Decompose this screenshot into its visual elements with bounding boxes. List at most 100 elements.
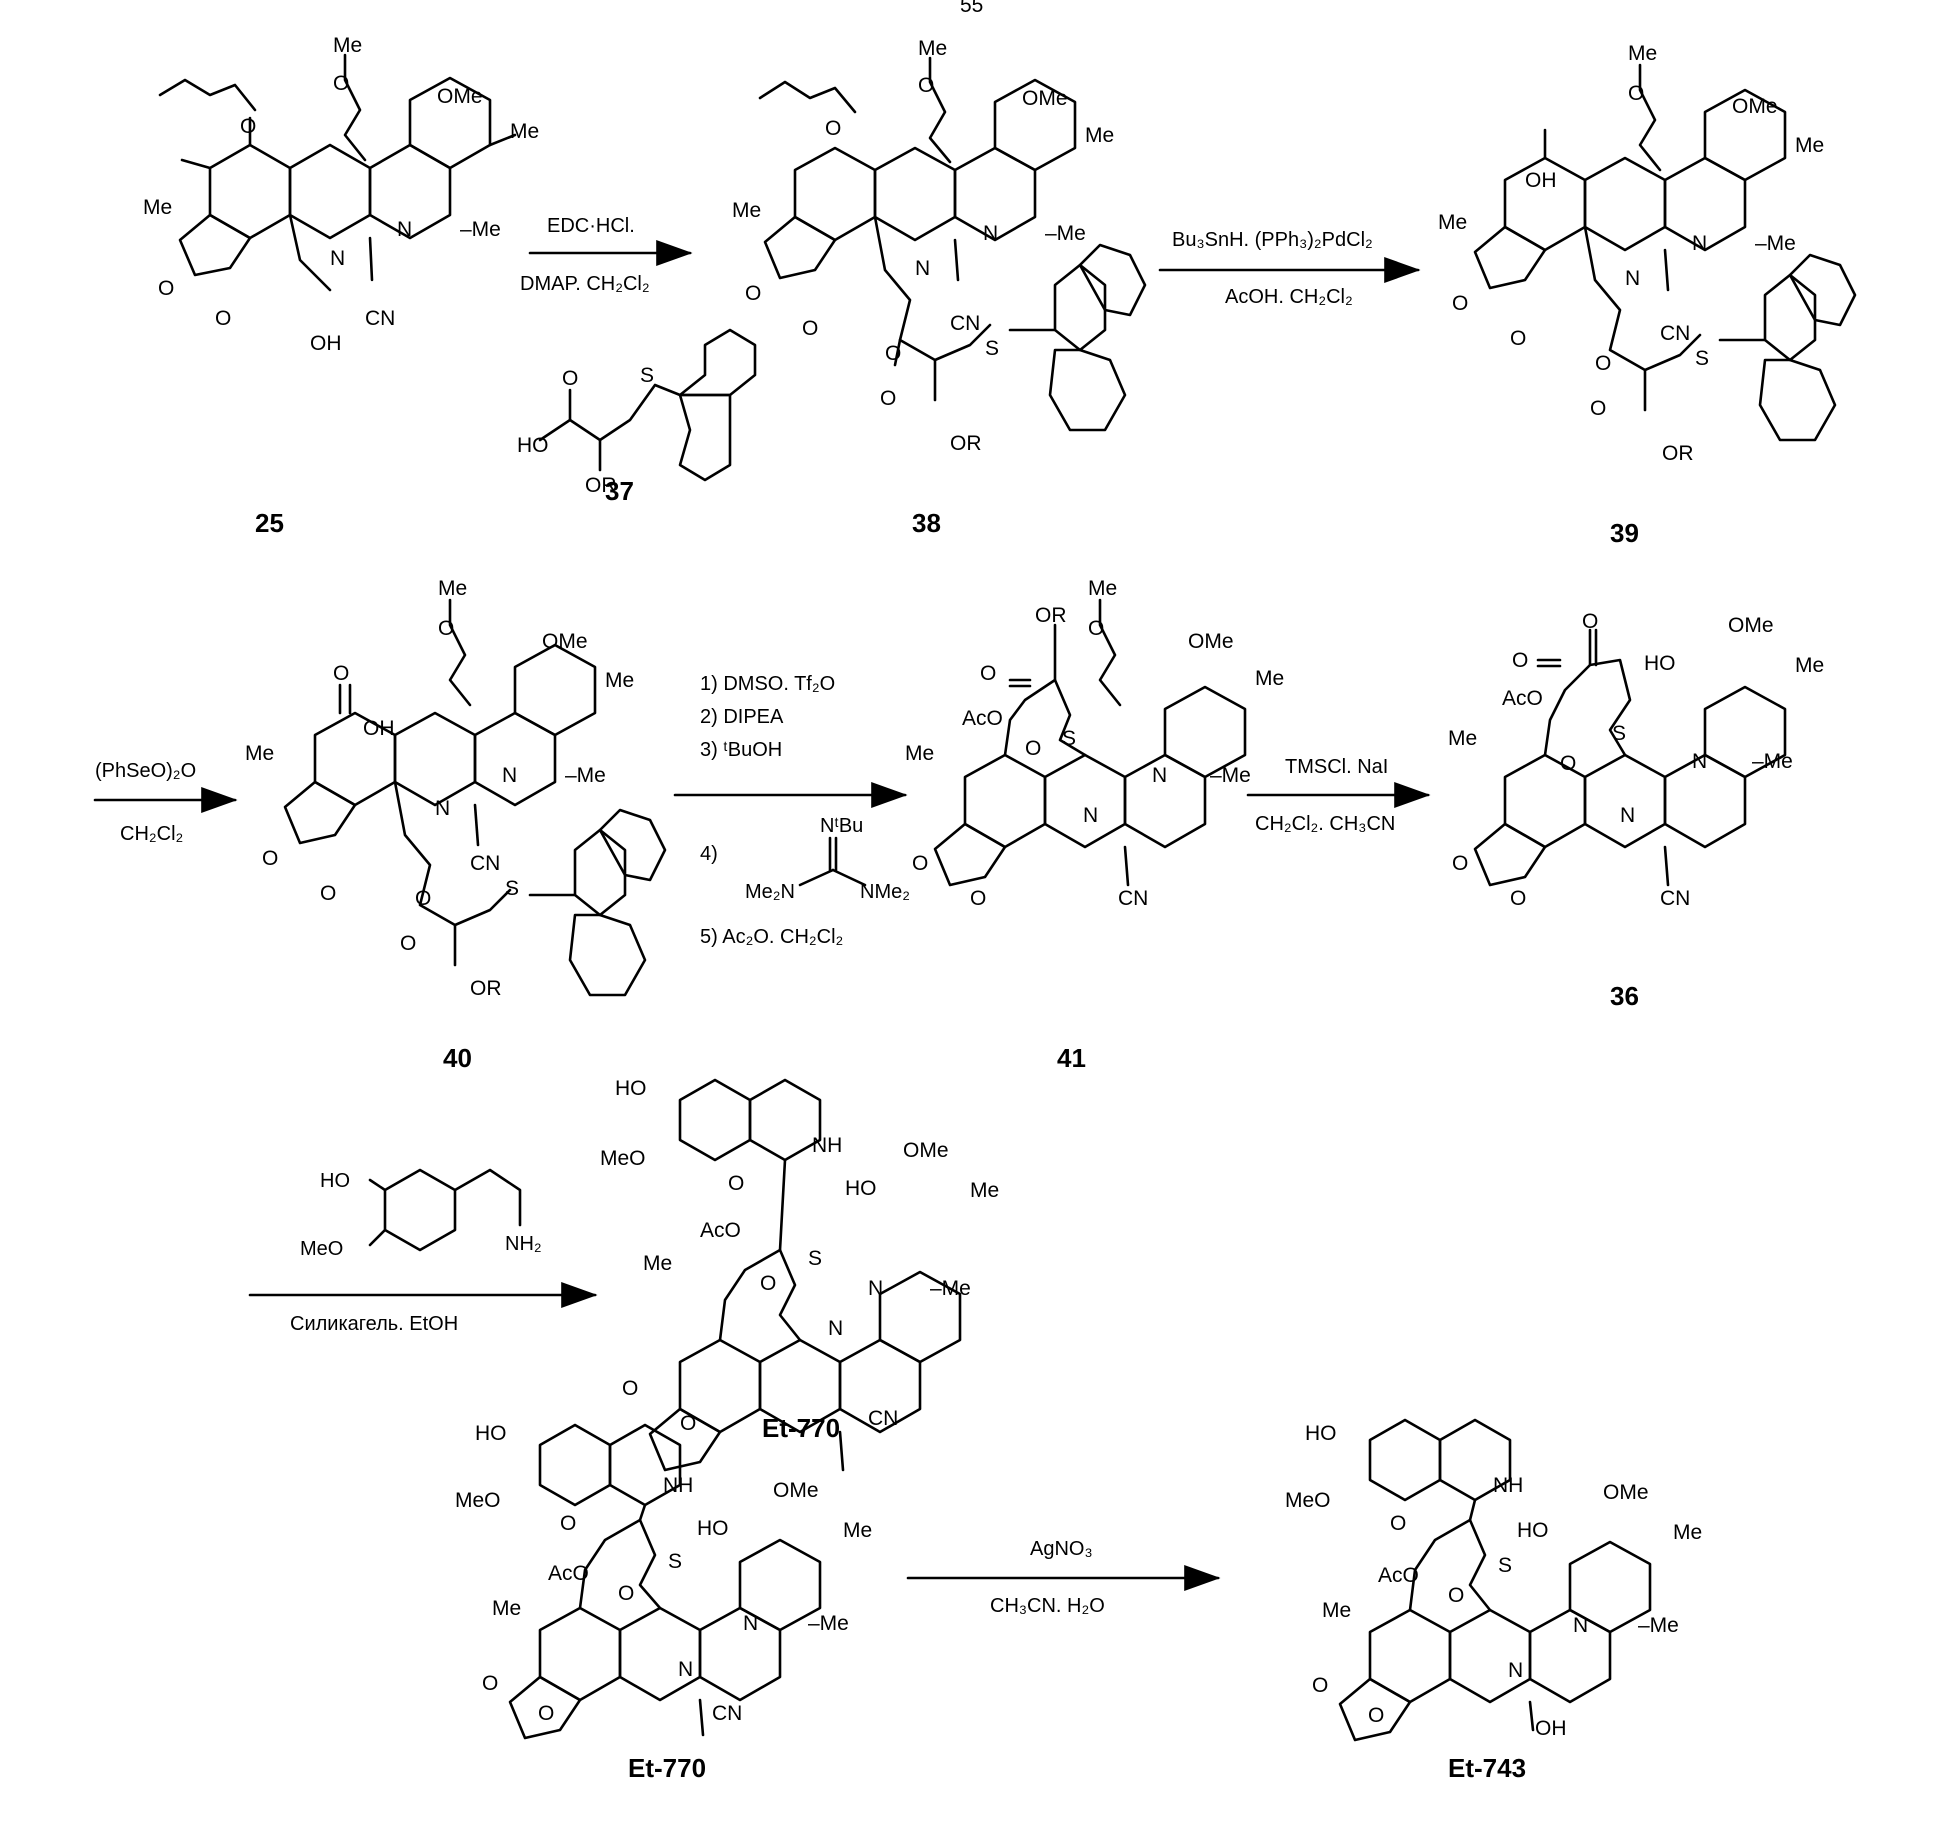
reagent-step-1: 1) DMSO. Tf₂O (700, 673, 835, 695)
atom-s: S (640, 364, 654, 387)
atom-n: N (678, 1658, 693, 1681)
atom-o: O (618, 1582, 634, 1605)
atom-o: O (1452, 852, 1468, 875)
atom-o: O (1088, 617, 1104, 640)
atom-o: O (1452, 292, 1468, 315)
atom-o: O (1510, 887, 1526, 910)
atom-o: O (1368, 1704, 1384, 1727)
atom-n: N (435, 797, 450, 820)
atom-o: O (1510, 327, 1526, 350)
reagent-r2-top: Bu₃SnH. (PPh₃)₂PdCl₂ (1172, 229, 1373, 251)
atom-ome: OMe (1603, 1481, 1649, 1504)
atom-nh: NH (663, 1474, 693, 1497)
atom-n: N (1152, 764, 1167, 787)
reagent-r2-bottom: AcOH. CH₂Cl₂ (1225, 286, 1353, 308)
guanidine-me2n: Me₂N (745, 881, 795, 903)
atom-n: N (502, 764, 517, 787)
reagent-r5-top: TMSCl. NaI (1285, 756, 1388, 778)
atom-o: O (1582, 610, 1598, 633)
atom-ome: OMe (903, 1139, 949, 1162)
atom-meo: MeO (600, 1147, 646, 1170)
atom-o: O (215, 307, 231, 330)
atom-o: O (240, 115, 256, 138)
atom-o: O (885, 342, 901, 365)
atom-n: N (397, 218, 412, 241)
structure-40 (285, 600, 665, 995)
atom-o: O (622, 1377, 638, 1400)
compound-name-et770-b: Et-770 (628, 1753, 706, 1783)
atom-cn: CN (868, 1407, 898, 1430)
atom-me: –Me (1752, 750, 1793, 773)
atom-nh: NH (812, 1134, 842, 1157)
reagent-step-5: 5) Ac₂O. CH₂Cl₂ (700, 926, 843, 948)
compound-number-37: 37 (605, 476, 634, 506)
atom-s: S (1498, 1554, 1512, 1577)
reagent-r6-bottom: Силикагель. EtOH (290, 1313, 458, 1335)
atom-s: S (1062, 727, 1076, 750)
atom-me: Me (333, 34, 362, 57)
atom-o: O (1390, 1512, 1406, 1535)
atom-me: Me (1673, 1521, 1702, 1544)
atom-me: Me (905, 742, 934, 765)
atom-n: N (983, 222, 998, 245)
amine-reagent-structure (370, 1170, 520, 1250)
atom-ome: OMe (773, 1479, 819, 1502)
atom-or: OR (470, 977, 502, 1000)
atom-o: O (1512, 649, 1528, 672)
reagent-r3-top: (PhSeO)₂O (95, 760, 196, 782)
atom-oh: OH (363, 717, 395, 740)
reagent-r3-bottom: CH₂Cl₂ (120, 823, 183, 845)
atom-nh: NH (1493, 1474, 1523, 1497)
atom-ho: HO (1305, 1422, 1337, 1445)
atom-o: O (415, 887, 431, 910)
compound-name-et743: Et-743 (1448, 1753, 1526, 1783)
atom-me: Me (1628, 42, 1657, 65)
atom-o: O (825, 117, 841, 140)
atom-cn: CN (1118, 887, 1148, 910)
atom-o: O (438, 617, 454, 640)
atom-o: O (802, 317, 818, 340)
atom-me: –Me (565, 764, 606, 787)
atom-n: N (915, 257, 930, 280)
atom-o: O (980, 662, 996, 685)
atom-ome: OMe (542, 630, 588, 653)
atom-oh: OH (310, 332, 342, 355)
reagent-r7-bottom: CH₃CN. H₂O (990, 1595, 1105, 1617)
atom-or: OR (950, 432, 982, 455)
atom-o: O (760, 1272, 776, 1295)
reagent-step-3: 3) ᵗBuOH (700, 739, 782, 761)
atom-o: O (562, 367, 578, 390)
compound-number-41: 41 (1057, 1043, 1086, 1073)
atom-o: O (918, 74, 934, 97)
compound-number-39: 39 (1610, 518, 1639, 548)
structure-37 (540, 330, 755, 480)
atom-ho: HO (475, 1422, 507, 1445)
atom-aco: AcO (700, 1219, 741, 1242)
atom-o: O (400, 932, 416, 955)
reagent-step-4: 4) (700, 843, 718, 865)
atom-oh: OH (1525, 169, 1557, 192)
atom-me: Me (438, 577, 467, 600)
atom-me: –Me (1210, 764, 1251, 787)
atom-me: –Me (1755, 232, 1796, 255)
atom-o: O (745, 282, 761, 305)
atom-o: O (912, 852, 928, 875)
atom-ome: OMe (1728, 614, 1774, 637)
atom-me: Me (605, 669, 634, 692)
atom-o: O (728, 1172, 744, 1195)
atom-n: N (743, 1612, 758, 1635)
structure-39 (1475, 65, 1855, 440)
atom-cn: CN (1660, 887, 1690, 910)
atom-aco: AcO (962, 707, 1003, 730)
atom-n: N (1083, 804, 1098, 827)
atom-me: Me (970, 1179, 999, 1202)
atom-ho: HO (697, 1517, 729, 1540)
compound-number-38: 38 (912, 508, 941, 538)
atom-o: O (680, 1412, 696, 1435)
atom-aco: AcO (1502, 687, 1543, 710)
atom-s: S (808, 1247, 822, 1270)
atom-ho: HO (845, 1177, 877, 1200)
atom-o: O (1595, 352, 1611, 375)
atom-oh: OH (1535, 1717, 1567, 1740)
